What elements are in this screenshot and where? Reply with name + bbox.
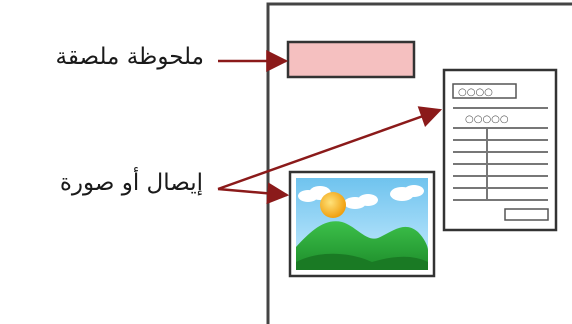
arrow-to-photo [217,182,290,205]
cloud-shape [298,185,424,209]
sticky-note-icon [286,40,416,79]
photo-icon [288,170,436,278]
receipt-row-circles: ○○○○○ [465,114,509,125]
document-page-outline [266,2,572,324]
sun-shape [320,192,346,218]
arrow-to-receipt [217,106,443,191]
label-sticky-note: ملحوظة ملصقة [55,44,204,70]
receipt-header-circles: ○○○○ [458,87,493,98]
label-receipt-or-photo: إيصال أو صورة [59,170,203,196]
receipt-icon: ○○○○ ○○○○○ [442,68,558,232]
